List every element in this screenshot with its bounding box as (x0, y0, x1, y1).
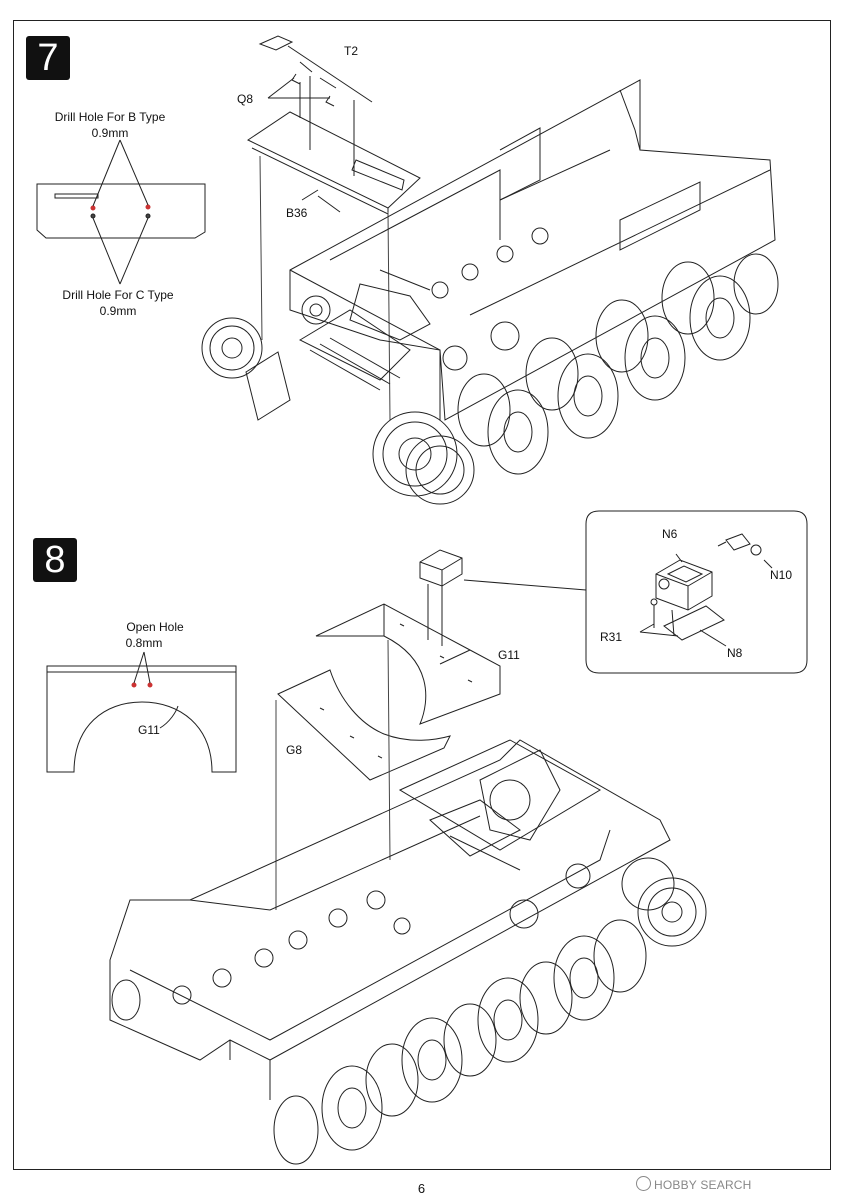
part-n8-label: N8 (727, 646, 743, 660)
page-border (13, 20, 831, 1170)
hull-step-7 (245, 79, 776, 421)
road-wheels-step-7 (457, 253, 779, 475)
step-7-badge: 7 (26, 36, 70, 80)
drive-sprocket-rear (372, 411, 475, 505)
drill-b-label: Drill Hole For B Type (54, 110, 166, 124)
part-g11-label: G11 (498, 648, 520, 662)
part-n10-label: N10 (770, 568, 793, 582)
watermark-logo-icon (636, 1176, 651, 1191)
callout-box (463, 510, 808, 674)
hull-step-8 (109, 739, 671, 1100)
part-g11-detail-label: G11 (138, 723, 160, 737)
watermark-text: HOBBY SEARCH (654, 1178, 752, 1192)
road-wheels-step-8 (111, 919, 647, 1165)
open-hole-detail (46, 651, 237, 773)
drill-c-size: 0.9mm (99, 304, 137, 318)
watermark: HOBBY SEARCH (636, 1176, 752, 1192)
part-t2-label: T2 (344, 44, 359, 58)
open-hole-size: 0.8mm (125, 636, 163, 650)
part-b36-label: B36 (286, 206, 308, 220)
page-number: 6 (417, 1181, 426, 1196)
drive-sprocket-step-8 (621, 857, 707, 947)
drive-sprocket-front (201, 317, 263, 379)
open-hole-label: Open Hole (126, 620, 184, 634)
step-8-badge: 8 (33, 538, 77, 582)
part-n6-label: N6 (662, 527, 678, 541)
part-g11 (315, 603, 501, 725)
part-q8-label: Q8 (237, 92, 254, 106)
part-t2 (258, 35, 373, 176)
stowage-box (419, 549, 463, 646)
part-r31-label: R31 (600, 630, 623, 644)
part-g8-label: G8 (286, 743, 303, 757)
drill-c-label: Drill Hole For C Type (62, 288, 174, 302)
drill-b-size: 0.9mm (91, 126, 129, 140)
part-g8 (277, 669, 451, 781)
drill-hole-detail (36, 139, 206, 285)
